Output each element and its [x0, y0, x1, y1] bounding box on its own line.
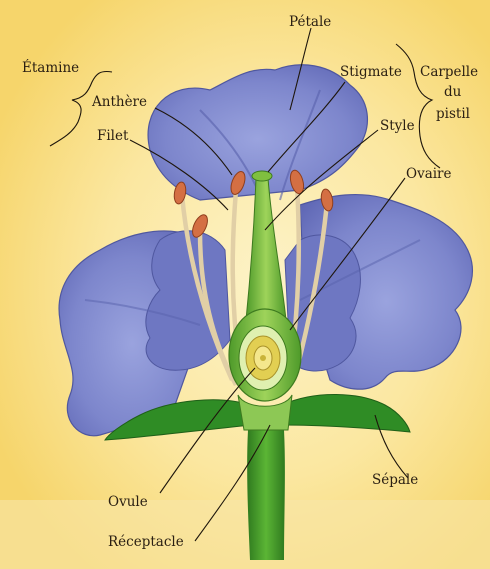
label-ovaire: Ovaire [406, 166, 452, 182]
stigma [252, 171, 272, 181]
label-etamine: Étamine [22, 60, 79, 76]
label-carpelle: Carpelle [420, 64, 478, 80]
label-stigmate: Stigmate [340, 64, 402, 80]
label-anthere: Anthère [91, 94, 147, 110]
label-receptacle: Réceptacle [108, 534, 184, 550]
label-pistil: pistil [436, 106, 470, 122]
label-style: Style [380, 118, 415, 134]
stem [247, 430, 285, 560]
label-petale: Pétale [289, 14, 331, 30]
label-du: du [444, 84, 462, 100]
label-sepale: Sépale [372, 472, 418, 488]
ovule-center [260, 355, 266, 361]
background-base [0, 500, 490, 569]
label-ovule: Ovule [108, 494, 148, 510]
label-filet: Filet [97, 128, 129, 144]
